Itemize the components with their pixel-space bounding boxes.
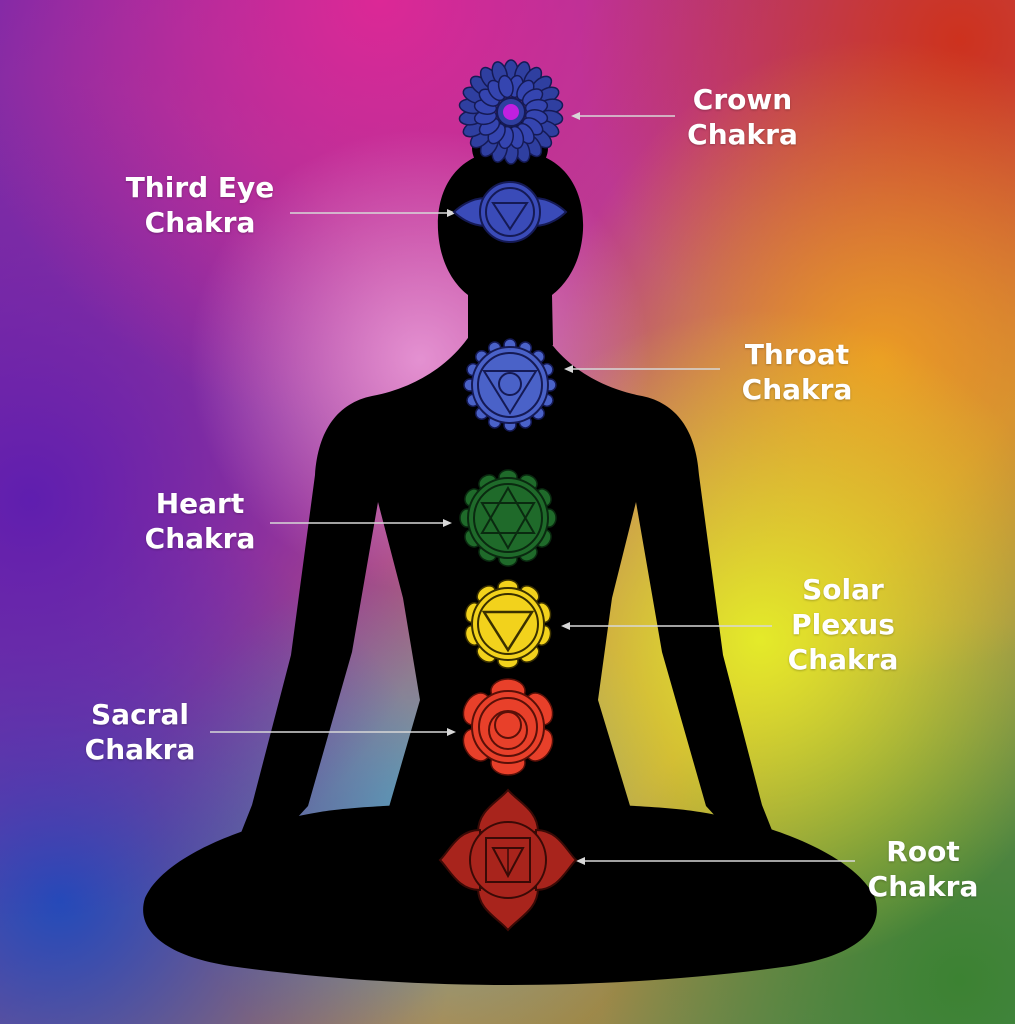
solar-plexus-label-line3: Chakra [787, 643, 899, 676]
sacral-inner-ring [478, 697, 538, 757]
heart-label-line1: Heart [155, 487, 245, 520]
sacral-arrowhead [447, 728, 456, 736]
crown-inner-petals [473, 74, 549, 150]
heart-arrowhead [443, 519, 452, 527]
crown-label-line1: Crown [692, 83, 793, 116]
crown-arrowhead [571, 112, 580, 120]
sacral-disc [471, 690, 545, 764]
heart-chakra-label: Heart Chakra [125, 486, 275, 556]
third-eye-right-petal [533, 196, 568, 228]
throat-chakra-symbol [463, 338, 557, 432]
heart-label-line2: Chakra [144, 522, 256, 555]
throat-chakra-label: Throat Chakra [722, 337, 872, 407]
throat-label-line1: Throat [744, 338, 850, 371]
heart-triangle-up [480, 486, 536, 534]
heart-chakra-symbol [459, 469, 557, 567]
third-eye-disc [479, 181, 541, 243]
root-chakra-symbol [438, 788, 578, 932]
crown-chakra-symbol [458, 59, 564, 165]
third-eye-chakra-label: Third Eye Chakra [110, 170, 290, 240]
sacral-chakra-symbol [462, 678, 554, 776]
head-neck [437, 150, 584, 345]
root-right-petal [535, 828, 578, 892]
root-label-line1: Root [886, 835, 960, 868]
third-eye-left-petal [452, 196, 487, 228]
throat-inner-ring [477, 352, 543, 418]
crown-chakra-label: Crown Chakra [675, 82, 810, 152]
throat-label-line2: Chakra [741, 373, 853, 406]
third-eye-chakra-symbol [452, 181, 568, 243]
sacral-label-line2: Chakra [84, 733, 196, 766]
third-eye-label-line1: Third Eye [125, 171, 275, 204]
sacral-crescent-inner [494, 711, 522, 739]
root-arrowhead [576, 857, 585, 865]
solar-plexus-label-line1: Solar [802, 573, 884, 606]
third-eye-arrowhead [447, 209, 456, 217]
throat-disc [471, 346, 549, 424]
sacral-label-line1: Sacral [91, 698, 189, 731]
solar-plexus-triangle [481, 610, 535, 653]
heart-triangle-down [480, 502, 536, 550]
third-eye-triangle [491, 202, 529, 231]
throat-arrowhead [564, 365, 573, 373]
third-eye-inner-ring [485, 187, 535, 237]
solar-plexus-chakra-label: Solar Plexus Chakra [768, 572, 918, 677]
solar-plexus-disc [471, 587, 545, 661]
solar-plexus-arrowhead [561, 622, 570, 630]
solar-plexus-label-line2: Plexus [791, 608, 895, 641]
heart-inner-ring [473, 483, 543, 553]
sacral-chakra-label: Sacral Chakra [65, 697, 215, 767]
heart-disc [467, 477, 549, 559]
root-label-line2: Chakra [867, 870, 979, 903]
root-chakra-label: Root Chakra [848, 834, 998, 904]
solar-plexus-inner-ring [477, 593, 539, 655]
solar-plexus-chakra-symbol [464, 579, 552, 669]
crown-label-line2: Chakra [687, 118, 798, 151]
throat-triangle [482, 370, 538, 415]
root-bottom-petal [476, 887, 540, 932]
crown-center-dot [503, 104, 519, 120]
root-left-petal [438, 828, 481, 892]
root-top-petal [476, 788, 540, 833]
throat-inner-circle [498, 372, 522, 396]
third-eye-label-line2: Chakra [144, 206, 256, 239]
root-square [485, 837, 531, 883]
